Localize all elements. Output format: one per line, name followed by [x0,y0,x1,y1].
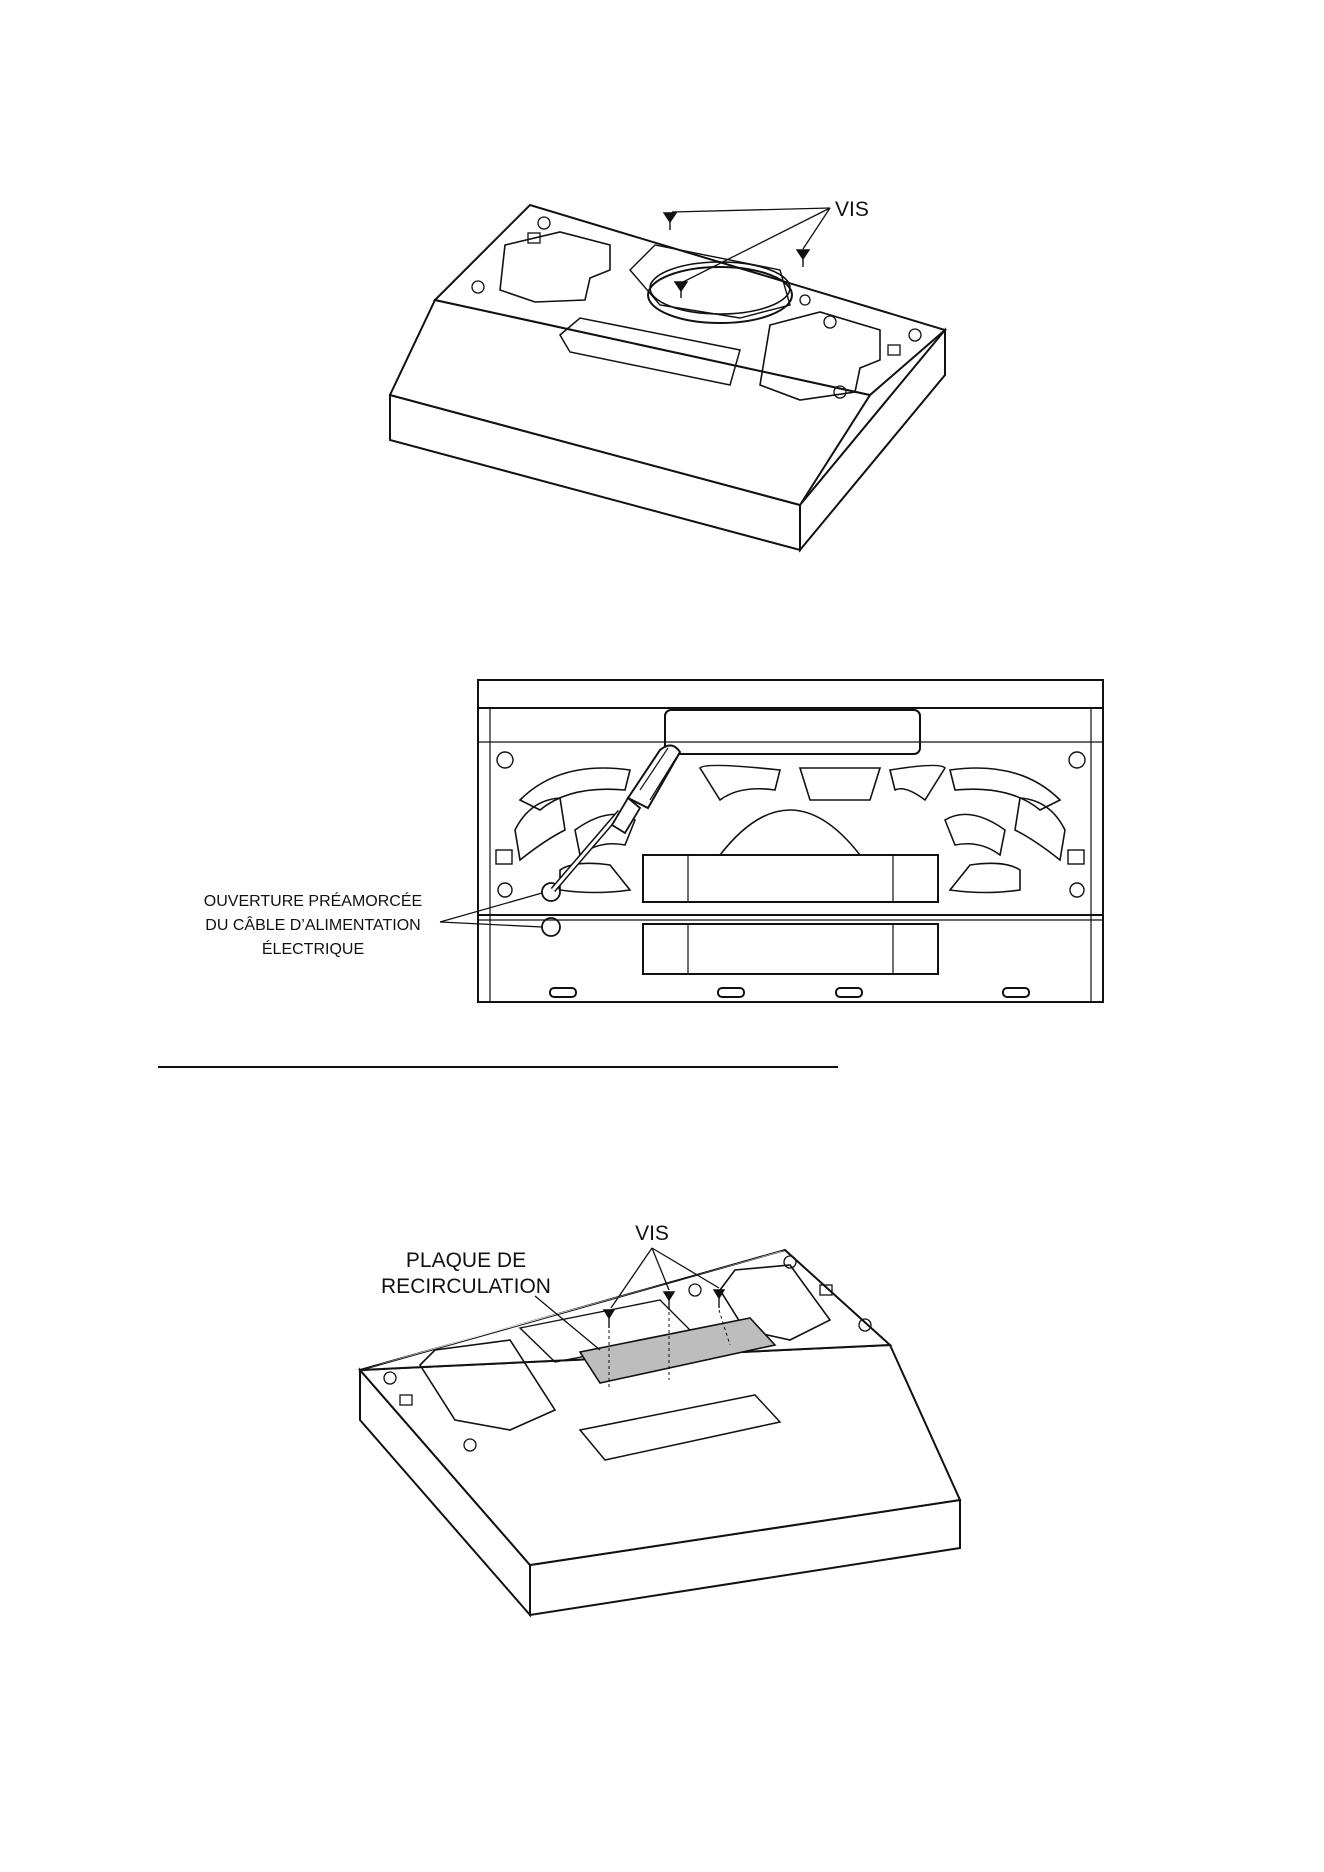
figure-3-screws-label: VIS [635,1222,669,1245]
figure-3-hood-recirculation-plate [360,1248,960,1615]
figure-3-plate-label-line1: PLAQUE DE [406,1249,526,1272]
figure-1-hood-duct-screws [390,205,945,550]
figure-2-hood-bottom-knockout [440,680,1103,1002]
figure-2-knockout-label-line3: ÉLECTRIQUE [262,939,364,958]
figure-2-knockout-label-line1: OUVERTURE PRÉAMORCÉE [204,891,422,910]
figure-3-plate-label-line2: RECIRCULATION [381,1275,551,1298]
figure-2-knockout-label-line2: DU CÂBLE D’ALIMENTATION [205,915,420,934]
figure-1-screws-label: VIS [835,198,869,221]
